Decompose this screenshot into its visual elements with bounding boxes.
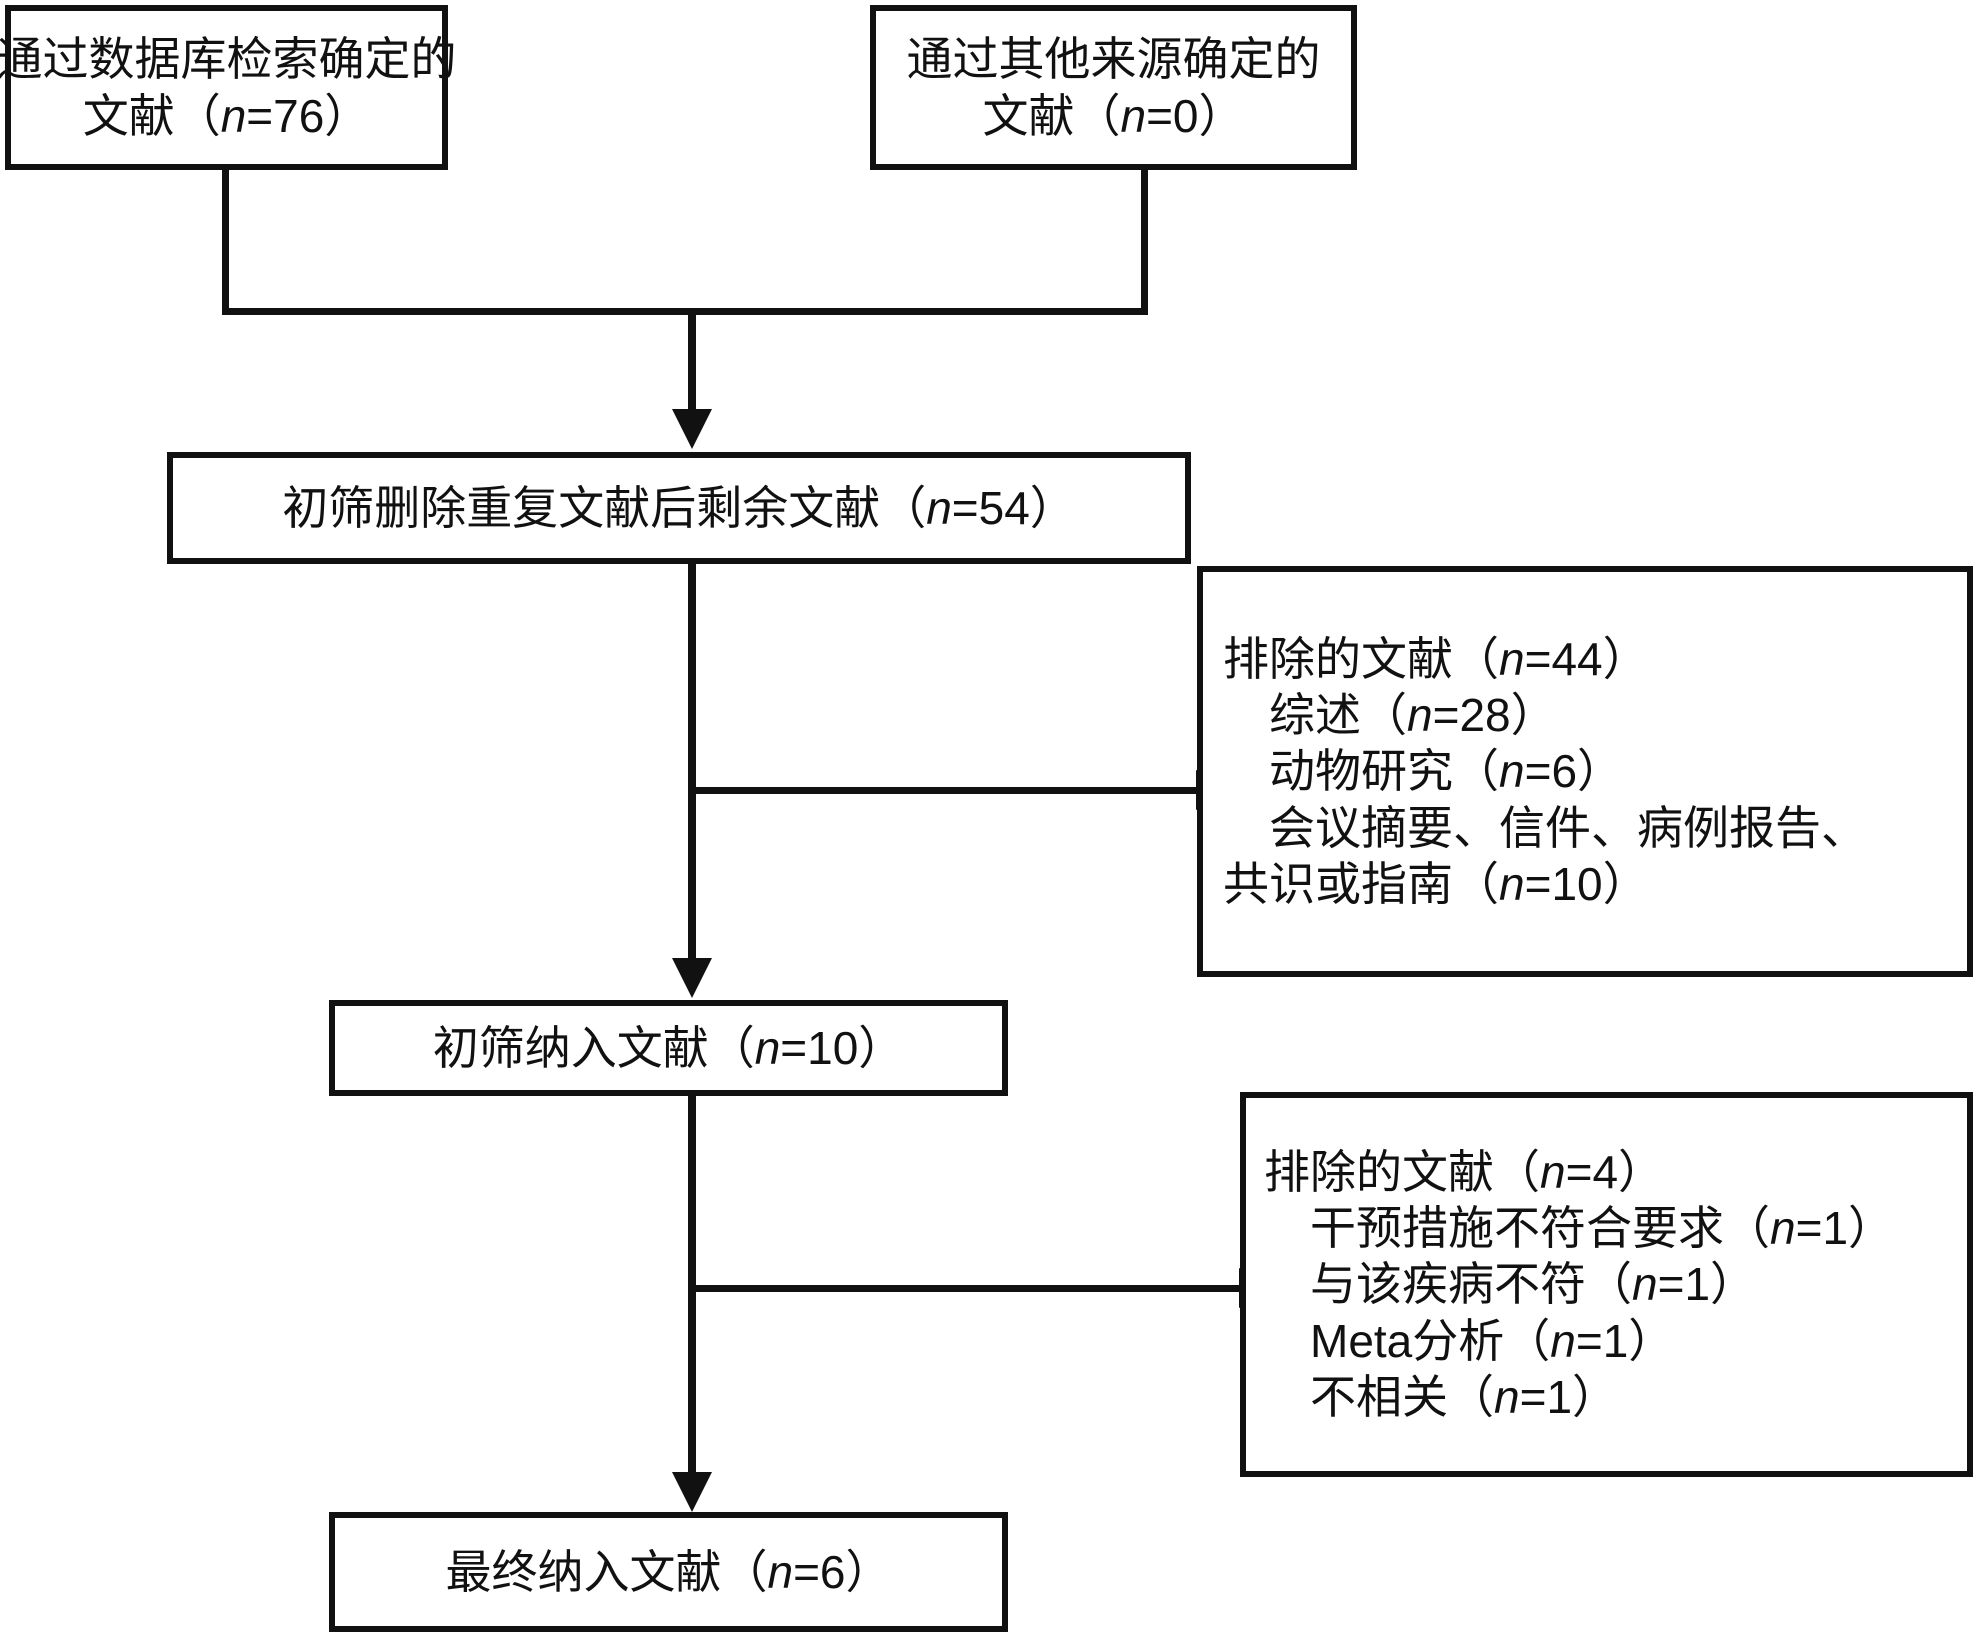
connector-left-source-vertical bbox=[222, 168, 229, 315]
node-final-included-line-1: 最终纳入文献（n=6） bbox=[445, 1545, 892, 1598]
node-screened-included-line-1: 初筛纳入文献（n=10） bbox=[432, 1021, 905, 1074]
node-after-duplicates-line-1: 初筛删除重复文献后剩余文献（n=54） bbox=[282, 481, 1076, 534]
connector-merge-to-dedup-vertical bbox=[688, 308, 696, 413]
node-after-duplicates: 初筛删除重复文献后剩余文献（n=54） bbox=[167, 452, 1191, 564]
node-excluded-eligibility-line-1: 排除的文献（n=4） bbox=[1264, 1146, 1665, 1199]
node-excluded-eligibility-line-5: 不相关（n=1） bbox=[1310, 1370, 1619, 1423]
node-excluded-screening-line-2: 综述（n=28） bbox=[1269, 689, 1557, 742]
node-identified-database: 通过数据库检索确定的 文献（n=76） bbox=[0, 5, 457, 170]
node-identified-other-line-2: 文献（n=0） bbox=[982, 89, 1245, 142]
connector-screened-to-final-vertical bbox=[688, 1046, 696, 1476]
arrowhead-to-final bbox=[672, 1472, 712, 1512]
node-excluded-screening-line-1: 排除的文献（n=44） bbox=[1223, 633, 1649, 686]
node-excluded-screening-line-4: 会议摘要、信件、病例报告、 bbox=[1269, 801, 1867, 854]
connector-right-source-vertical bbox=[1141, 168, 1148, 315]
node-final-included: 最终纳入文献（n=6） bbox=[329, 1512, 1008, 1632]
node-excluded-eligibility-line-2: 干预措施不符合要求（n=1） bbox=[1310, 1202, 1895, 1255]
node-excluded-eligibility: 排除的文献（n=4） 干预措施不符合要求（n=1） 与该疾病不符（n=1） Me… bbox=[1240, 1092, 1973, 1477]
node-identified-database-line-1: 通过数据库检索确定的 bbox=[0, 33, 457, 86]
node-excluded-screening-line-3: 动物研究（n=6） bbox=[1269, 745, 1624, 798]
connector-to-excluded-screening bbox=[692, 787, 1197, 794]
node-excluded-screening-line-5: 共识或指南（n=10） bbox=[1223, 857, 1649, 910]
arrowhead-to-dedup bbox=[672, 409, 712, 449]
node-excluded-eligibility-line-4: Meta分析（n=1） bbox=[1310, 1314, 1675, 1367]
arrowhead-to-screened bbox=[672, 958, 712, 998]
node-identified-other: 通过其他来源确定的 文献（n=0） bbox=[870, 5, 1357, 170]
connector-to-excluded-eligibility bbox=[692, 1285, 1240, 1292]
node-screened-included: 初筛纳入文献（n=10） bbox=[329, 1000, 1008, 1096]
node-excluded-screening: 排除的文献（n=44） 综述（n=28） 动物研究（n=6） 会议摘要、信件、病… bbox=[1197, 566, 1973, 977]
node-identified-other-line-1: 通过其他来源确定的 bbox=[906, 33, 1321, 86]
connector-merge-horizontal bbox=[222, 308, 1148, 315]
connector-dedup-to-screened-vertical bbox=[688, 562, 696, 962]
node-excluded-eligibility-line-3: 与该疾病不符（n=1） bbox=[1310, 1258, 1757, 1311]
node-identified-database-line-2: 文献（n=76） bbox=[82, 89, 371, 142]
